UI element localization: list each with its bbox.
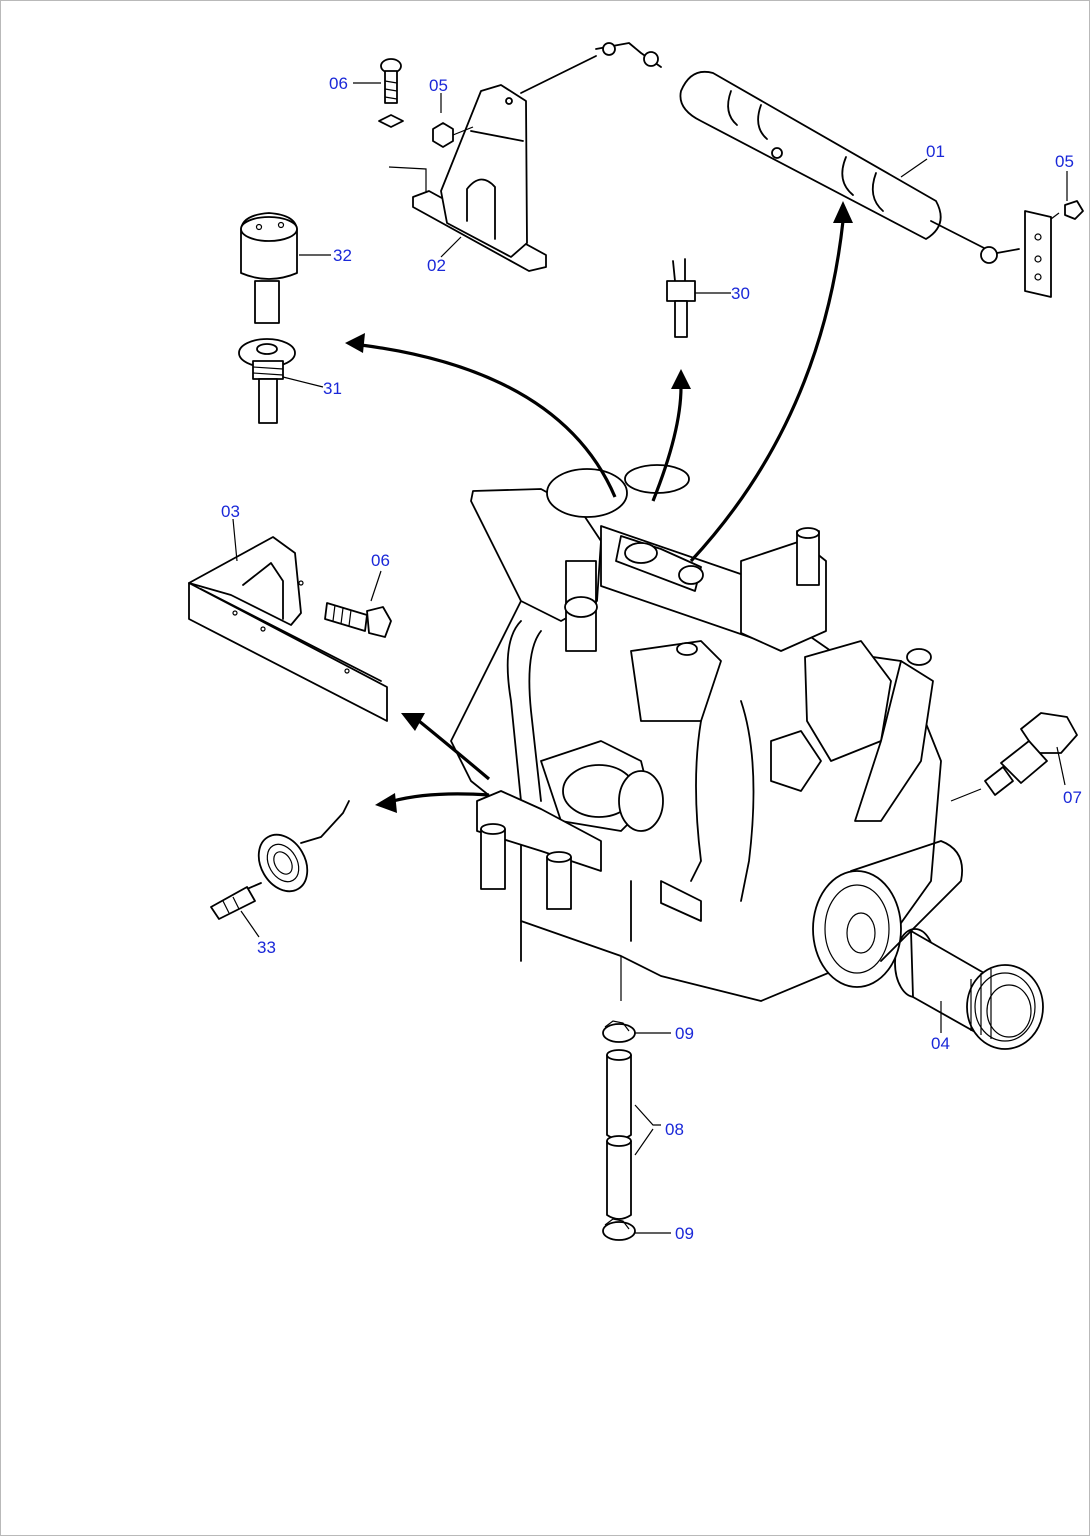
part-07-pressure-switch bbox=[950, 712, 1078, 802]
callout-05-top: 05 bbox=[429, 76, 448, 95]
callout-08: 08 bbox=[665, 1120, 684, 1139]
part-09-clamp-lower bbox=[602, 1218, 636, 1241]
callout-32: 32 bbox=[333, 246, 352, 265]
callout-30: 30 bbox=[731, 284, 750, 303]
callout-09-upper: 09 bbox=[675, 1024, 694, 1043]
callout-labels: 01 02 03 04 05 05 06 06 07 08 09 09 30 3… bbox=[221, 74, 1082, 1243]
callout-06-top: 06 bbox=[329, 74, 348, 93]
callout-31: 31 bbox=[323, 379, 342, 398]
part-32-sensor bbox=[240, 212, 298, 324]
callout-09-lower: 09 bbox=[675, 1224, 694, 1243]
callout-04: 04 bbox=[931, 1034, 950, 1053]
part-09-clamp-upper bbox=[602, 1020, 636, 1043]
part-31-housing bbox=[238, 338, 296, 424]
part-06-bolt-side bbox=[324, 602, 392, 638]
callout-07: 07 bbox=[1063, 788, 1082, 807]
part-06-bolt-top bbox=[378, 58, 404, 128]
flow-arrows bbox=[345, 201, 853, 813]
callout-03: 03 bbox=[221, 502, 240, 521]
callout-33: 33 bbox=[257, 938, 276, 957]
callout-06-side: 06 bbox=[371, 551, 390, 570]
part-05-nut-top bbox=[432, 122, 474, 148]
callout-05-right: 05 bbox=[1055, 152, 1074, 171]
part-08-hoses bbox=[606, 1049, 632, 1220]
engine-assembly bbox=[450, 464, 963, 1002]
leader-lines bbox=[232, 82, 1068, 1234]
part-30-temperature-sender bbox=[666, 258, 696, 338]
callout-01: 01 bbox=[926, 142, 945, 161]
part-01-cylinder bbox=[595, 42, 1084, 298]
part-33-speed-sensor bbox=[210, 800, 350, 920]
callout-02: 02 bbox=[427, 256, 446, 275]
part-03-front-bracket bbox=[188, 536, 388, 722]
part-04-pulley bbox=[894, 928, 1044, 1050]
part-02-bracket bbox=[388, 55, 597, 272]
